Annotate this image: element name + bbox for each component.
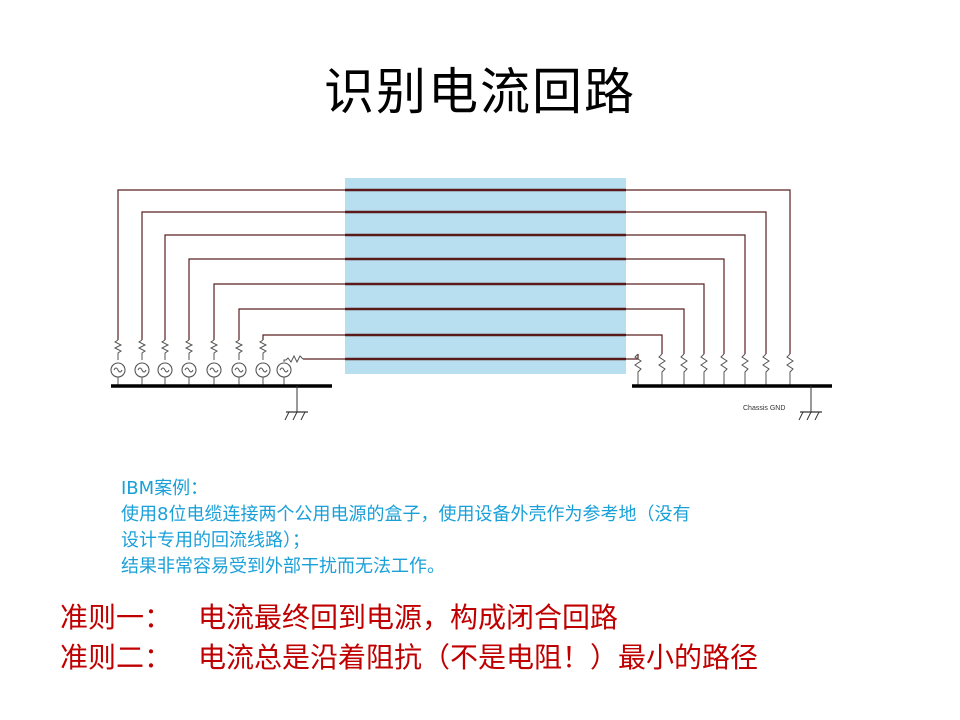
chassis-gnd-label: Chassis GND (743, 405, 785, 412)
resistor-icon (160, 339, 170, 360)
cable-circuit-diagram: Chassis GND (110, 178, 832, 421)
sine-wave-icon (279, 367, 289, 373)
resistor-icon (258, 339, 268, 360)
rule-1-text: 电流最终回到电源，构成闭合回路 (198, 601, 619, 634)
case-line-3: 结果非常容易受到外部干扰而无法工作。 (121, 556, 445, 577)
resistor-icon (113, 339, 123, 360)
resistor-icon (634, 353, 642, 386)
left-ground-icon (284, 386, 308, 421)
rule-2: 准则二： 电流总是沿着阻抗（不是电阻！）最小的路径 (60, 638, 920, 678)
resistor-icon (786, 353, 794, 386)
resistor-icon (137, 339, 147, 360)
sine-wave-icon (137, 367, 147, 373)
resistor-icon (762, 353, 770, 386)
sine-wave-icon (184, 367, 194, 373)
page-title: 识别电流回路 (324, 63, 636, 121)
resistor-icon (700, 353, 708, 386)
sine-wave-icon (234, 367, 244, 373)
resistor-icon (234, 339, 244, 360)
ibm-case-text: IBM案例： 使用8位电缆连接两个公用电源的盒子，使用设备外壳作为参考地（没有 … (121, 476, 901, 580)
resistor-icon (209, 339, 219, 360)
resistor-icon (720, 353, 728, 386)
case-line-1: 使用8位电缆连接两个公用电源的盒子，使用设备外壳作为参考地（没有 (121, 504, 691, 525)
resistor-icon (184, 339, 194, 360)
cable-band (345, 178, 626, 374)
resistor-icon (741, 353, 749, 386)
case-line-2: 设计专用的回流线路）； (121, 530, 310, 551)
sine-wave-icon (258, 367, 268, 373)
sine-wave-icon (113, 367, 123, 373)
sine-wave-icon (209, 367, 219, 373)
rule-1: 准则一： 电流最终回到电源，构成闭合回路 (60, 598, 920, 638)
right-box-circuit (634, 353, 794, 386)
left-box-circuit (110, 339, 304, 386)
case-heading: IBM案例： (121, 478, 209, 499)
sine-wave-icon (160, 367, 170, 373)
resistor-icon (658, 353, 666, 386)
rule-2-label: 准则二： (60, 641, 173, 674)
resistor-icon (283, 354, 304, 364)
rule-2-text: 电流总是沿着阻抗（不是电阻！）最小的路径 (198, 641, 759, 674)
right-ground-icon (798, 386, 822, 421)
resistor-icon (680, 353, 688, 386)
rule-1-label: 准则一： (60, 601, 173, 634)
rules-list: 准则一： 电流最终回到电源，构成闭合回路 准则二： 电流总是沿着阻抗（不是电阻！）最… (60, 598, 920, 678)
